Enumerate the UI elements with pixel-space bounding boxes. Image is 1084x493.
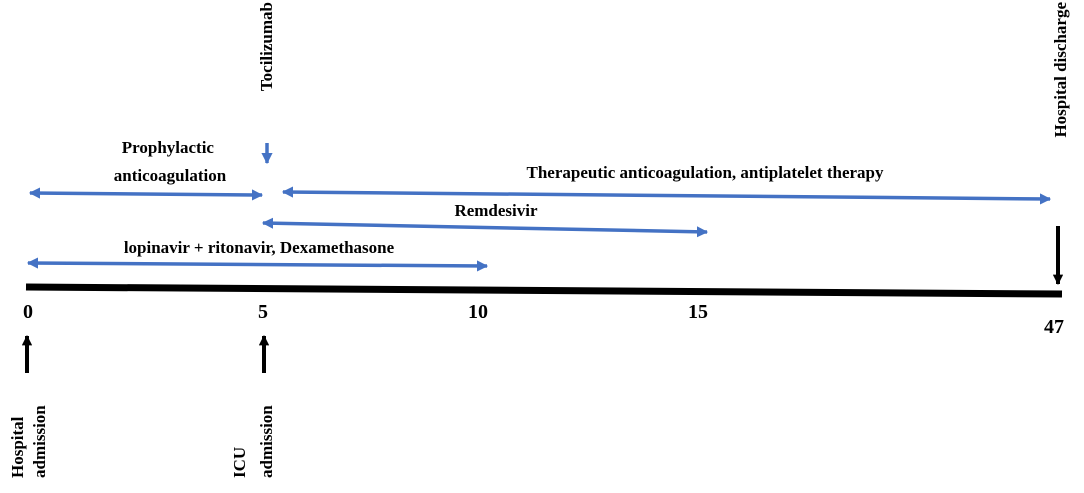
axis-ticks: 0 5 10 15 47 [23, 301, 1064, 338]
tick-label-15: 15 [688, 301, 708, 323]
lopinavir-dexamethasone-arrow [26, 257, 489, 272]
tick-label-47: 47 [1044, 316, 1064, 338]
prophylactic-label-line-2: anticoagulation [114, 166, 227, 185]
tick-label-10: 10 [468, 301, 488, 323]
treatment-arrows [26, 186, 1052, 272]
hospital-admission-label-line-2: admission [30, 405, 49, 478]
remdesivir-arrow [261, 217, 709, 238]
treatment-labels: Prophylactic anticoagulation Therapeutic… [114, 138, 884, 257]
icu-admission-label-line-1: ICU [230, 447, 249, 478]
tick-label-5: 5 [258, 301, 268, 323]
event-labels: Tocilizumab Hospital discharge Hospital … [8, 2, 1070, 478]
prophylactic-anticoagulation-arrow [28, 187, 264, 201]
therapeutic-anticoagulation-arrow [281, 186, 1052, 205]
lopinavir-dexamethasone-label: lopinavir + ritonavir, Dexamethasone [124, 238, 395, 257]
prophylactic-label: Prophylactic anticoagulation [114, 138, 227, 185]
icu-admission-label-line-2: admission [257, 405, 276, 478]
remdesivir-label: Remdesivir [454, 201, 538, 220]
tick-label-0: 0 [23, 301, 33, 323]
icu-admission-label: ICU admission [230, 405, 276, 478]
hospital-admission-label: Hospital admission [8, 405, 49, 478]
tocilizumab-label: Tocilizumab [257, 2, 276, 91]
therapeutic-label: Therapeutic anticoagulation, antiplatele… [527, 163, 884, 182]
event-arrows [21, 143, 1064, 373]
hospital-admission-label-line-1: Hospital [8, 416, 27, 478]
timeline-axis [25, 283, 1063, 298]
hospital-discharge-label: Hospital discharge [1051, 2, 1070, 138]
prophylactic-label-line-1: Prophylactic [122, 138, 215, 157]
